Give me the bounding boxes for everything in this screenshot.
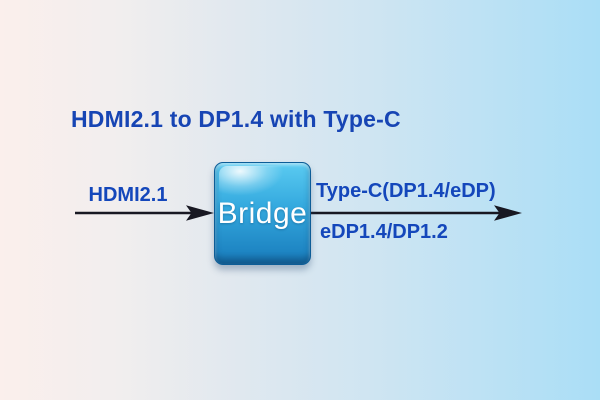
output-arrowhead-icon (494, 205, 522, 221)
input-edge-label: HDMI2.1 (88, 184, 168, 206)
input-arrow (75, 205, 214, 221)
output-edge-label-top: Type-C(DP1.4/eDP) (316, 180, 496, 202)
output-edge-label-bottom: eDP1.4/DP1.2 (320, 221, 448, 243)
diagram-title: HDMI2.1 to DP1.4 with Type-C (71, 106, 401, 132)
bridge-node: Bridge (214, 162, 311, 265)
output-arrow (311, 205, 522, 221)
input-arrowhead-icon (186, 205, 214, 221)
bridge-node-label: Bridge (217, 196, 308, 230)
